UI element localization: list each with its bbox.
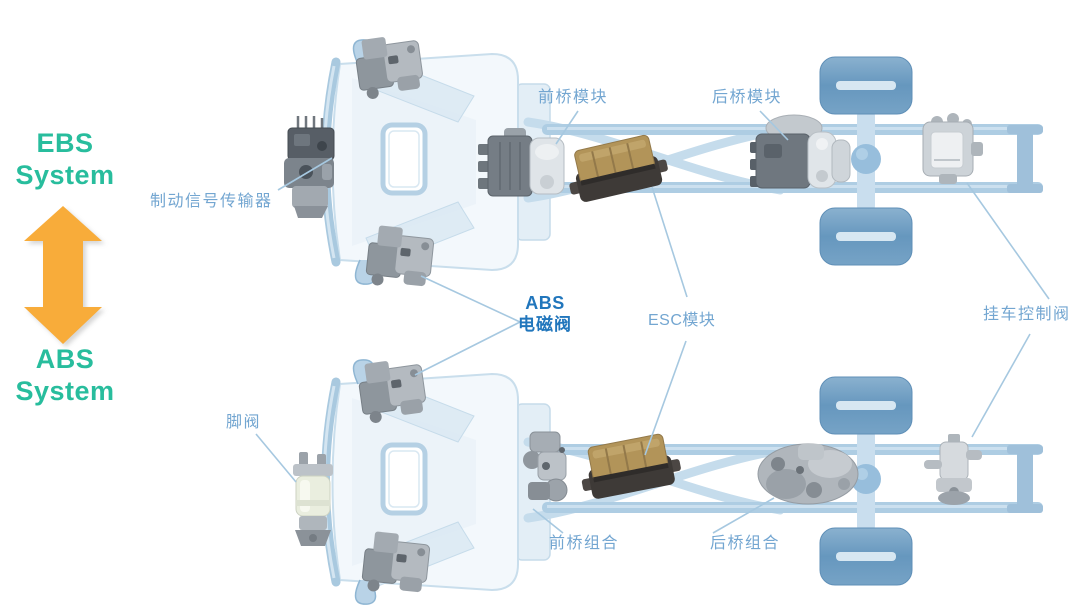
leader-esc-bottom: [644, 340, 687, 456]
leader-esc-top: [651, 186, 688, 298]
abs-solenoid-label-line2: 电磁阀: [518, 314, 572, 334]
abs-system-label: ABS System: [0, 344, 130, 408]
ebs-system-label: EBS System: [0, 128, 130, 192]
rear-axle-module-icon: [750, 114, 851, 189]
leader-front-axle-combo: [532, 508, 564, 534]
brake-signal-transmitter-icon: [284, 116, 335, 218]
front-axle-combo-icon: [523, 431, 568, 502]
foot-valve-label: 脚阀: [226, 414, 262, 431]
abs-chassis: [324, 360, 1043, 604]
leader-rear-axle-combo: [712, 497, 775, 534]
ebs-system-line2: System: [15, 159, 115, 190]
front-axle-module-label: 前桥模块: [538, 89, 609, 106]
bidirectional-arrow-icon: [24, 206, 102, 344]
ebs-system-line1: EBS: [36, 128, 94, 158]
leader-rear-axle-module: [759, 110, 789, 141]
abs-solenoid-label-line1: ABS: [525, 293, 565, 313]
leader-abs-solenoid-bottom: [414, 321, 521, 376]
rear-axle-module-label: 后桥模块: [712, 89, 783, 106]
abs-solenoid-label: ABS 电磁阀: [503, 293, 587, 335]
abs-system-line2: System: [15, 375, 115, 406]
esc-module-label: ESC模块: [648, 312, 716, 329]
foot-valve-icon: [293, 452, 333, 546]
rear-axle-combo-label: 后桥组合: [710, 535, 781, 552]
trailer-control-valve-label: 挂车控制阀: [983, 306, 1071, 323]
trailer-control-valve-icon: [924, 434, 982, 505]
front-axle-combo-label: 前桥组合: [549, 535, 620, 552]
abs-system-line1: ABS: [35, 344, 95, 374]
leader-abs-solenoid-top: [420, 275, 521, 323]
esc-module-icon: [574, 430, 685, 503]
leader-trailer-valve-top: [966, 182, 1050, 300]
leader-trailer-valve-bottom: [971, 333, 1031, 438]
leader-lines: [255, 110, 1050, 534]
rear-axle-combo-icon: [757, 443, 859, 505]
leader-brake-signal-transmitter: [277, 157, 333, 191]
leader-front-axle-module: [555, 110, 579, 145]
leader-foot-valve: [255, 433, 297, 483]
front-axle-module-icon: [478, 128, 565, 197]
brake-signal-transmitter-label: 制动信号传输器: [150, 193, 273, 210]
trailer-control-valve-icon: [922, 113, 983, 184]
